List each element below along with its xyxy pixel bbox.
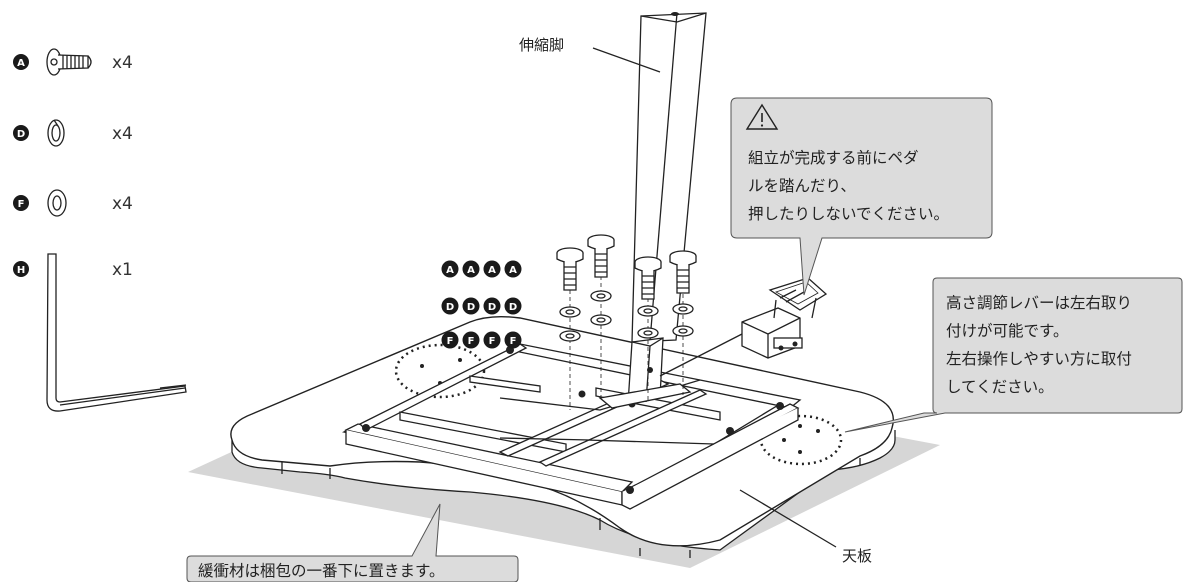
badge-letter: F <box>447 336 454 347</box>
part-h-qty: x1 <box>112 260 133 280</box>
fastener-stack-2 <box>587 234 615 400</box>
badge-letter: F <box>510 336 517 347</box>
warning-line-2: ルを踏んだり、 <box>748 177 856 195</box>
lever-note-callout: 高さ調節レバーは左右取り 付けが可能です。 左右操作しやすい方に取付 してくださ… <box>844 277 1183 433</box>
badge-icon <box>462 297 480 315</box>
warning-triangle-icon <box>745 103 779 130</box>
warning-line-1: 組立が完成する前にペダ <box>748 149 919 167</box>
part-h-letter: H <box>17 265 25 276</box>
bolt-icon <box>46 48 92 76</box>
part-row-f: F x4 <box>13 189 133 217</box>
part-a-qty: x4 <box>112 53 133 73</box>
badge-icon <box>441 260 459 278</box>
leg-label: 伸縮脚 <box>519 36 564 54</box>
badge-a-icon <box>13 54 29 70</box>
fastener-stack-3 <box>634 256 662 400</box>
hex-key-icon <box>46 253 187 412</box>
flat-washer-icon <box>47 189 67 217</box>
part-row-a: A x4 <box>13 48 133 76</box>
top-board-label: 天板 <box>842 547 872 565</box>
height-lever <box>659 277 828 377</box>
badge-icon <box>504 260 522 278</box>
badge-icon <box>441 297 459 315</box>
badge-letter: F <box>489 336 496 347</box>
cushion-note: 緩衝材は梱包の一番下に置きます。 <box>198 562 444 580</box>
part-f-qty: x4 <box>112 194 133 214</box>
part-d-qty: x4 <box>112 124 133 144</box>
lever-note-line-2: 付けが可能です。 <box>946 322 1068 340</box>
lever-note-line-4: してください。 <box>946 378 1054 396</box>
cushion-callout: 緩衝材は梱包の一番下に置きます。 <box>186 503 519 582</box>
badge-icon <box>441 331 459 349</box>
mounting-holes-left <box>394 343 486 399</box>
part-row-h: H x1 <box>13 253 187 412</box>
part-d-letter: D <box>17 129 25 140</box>
badge-icon <box>504 331 522 349</box>
badge-letter: D <box>509 302 517 313</box>
badge-letter: D <box>446 302 454 313</box>
badge-icon <box>462 331 480 349</box>
badge-icon <box>504 297 522 315</box>
badge-icon <box>483 260 501 278</box>
badge-row-f: F F F F <box>441 331 522 349</box>
badge-letter: A <box>446 265 454 276</box>
badge-letter: D <box>467 302 475 313</box>
badge-row-a: A A A A <box>441 260 522 278</box>
lever-note-line-1: 高さ調節レバーは左右取り <box>946 294 1132 312</box>
part-a-letter: A <box>17 58 25 69</box>
badge-h-icon <box>13 261 29 277</box>
warning-callout: 組立が完成する前にペダ ルを踏んだり、 押したりしないでください。 <box>730 97 993 296</box>
leg-label-group: 伸縮脚 <box>519 36 661 73</box>
part-f-letter: F <box>18 199 25 210</box>
fastener-stack-1 <box>556 247 584 410</box>
badge-f-icon <box>13 195 29 211</box>
lever-note-line-3: 左右操作しやすい方に取付 <box>946 350 1132 368</box>
part-row-d: D x4 <box>13 119 133 147</box>
badge-d-icon <box>13 125 29 141</box>
badge-letter: A <box>467 265 475 276</box>
badge-letter: F <box>468 336 475 347</box>
badge-icon <box>462 260 480 278</box>
badge-icon <box>483 331 501 349</box>
fastener-stacks <box>556 234 697 410</box>
warning-line-3: 押したりしないでください。 <box>748 205 949 223</box>
badge-icon <box>483 297 501 315</box>
spring-washer-icon <box>47 119 65 147</box>
fastener-stack-4 <box>669 250 697 395</box>
badge-row-d: D D D D <box>441 297 522 315</box>
badge-letter: D <box>488 302 496 313</box>
parts-list: A x4 D x4 F <box>13 48 187 412</box>
top-board-label-group: 天板 <box>739 489 872 565</box>
badge-letter: A <box>509 265 517 276</box>
badge-letter: A <box>488 265 496 276</box>
mounting-holes-right <box>759 414 843 466</box>
